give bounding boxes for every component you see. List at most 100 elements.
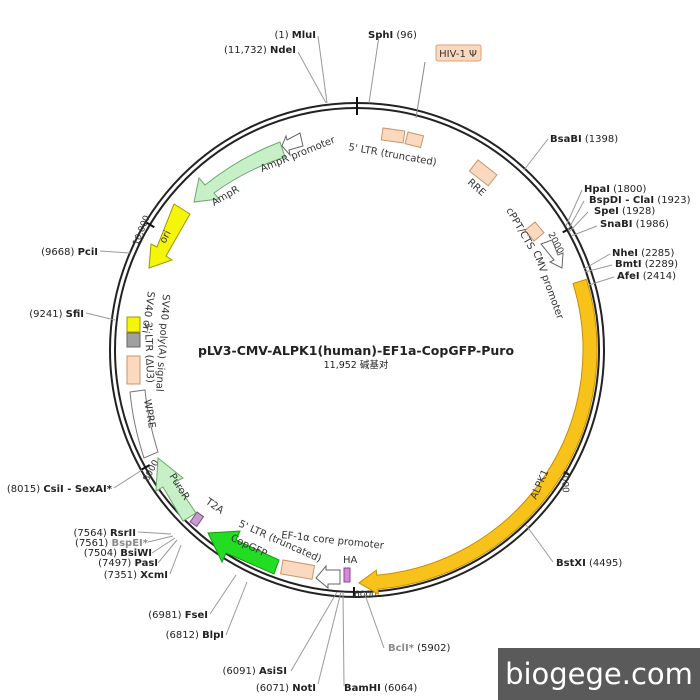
site-label: (7564) RsrII: [74, 528, 136, 539]
site-label: (6071) NotI: [256, 683, 316, 694]
site-number: (1800): [610, 184, 647, 195]
site-name: BclI*: [388, 643, 415, 654]
site-number: (1923): [654, 195, 691, 206]
watermark-text: biogege.com: [505, 657, 693, 691]
site-label: (7351) XcmI: [104, 570, 168, 581]
site-leader: [565, 189, 583, 227]
feature-5ltr-top: 5' LTR (truncated): [347, 127, 437, 168]
wpre-label: WPRE: [141, 399, 157, 430]
site-name: BspEI*: [111, 538, 148, 549]
site-number: (6812): [166, 630, 202, 641]
cppt-box: [524, 221, 545, 242]
site-name: SpeI: [594, 206, 619, 217]
site-number: (7561): [75, 538, 111, 549]
site-leader-layer: [85, 35, 615, 687]
site-label: BspDI - ClaI (1923): [589, 195, 691, 206]
sv40-polya-box: [126, 332, 141, 348]
site-name: PciI: [78, 247, 98, 258]
site-number: (4495): [586, 558, 623, 569]
site-number: (1): [274, 30, 291, 41]
site-name: BsaBI: [550, 134, 582, 145]
site-leader: [113, 469, 143, 489]
site-label: (9668) PciI: [41, 247, 98, 258]
site-number: (2289): [642, 259, 679, 270]
site-label: BmtI (2289): [615, 259, 678, 270]
site-label: (11,732) NdeI: [224, 45, 296, 56]
site-label: (6981) FseI: [148, 610, 208, 621]
feature-rre: RRE: [465, 159, 498, 199]
site-number: (1398): [582, 134, 619, 145]
site-number: (6981): [148, 610, 184, 621]
site-leader: [317, 591, 342, 685]
site-name: BsiWI: [120, 548, 152, 559]
site-leader: [225, 581, 248, 636]
site-label: (7504) BsiWI: [84, 548, 152, 559]
ampr-arrow: [193, 141, 286, 203]
site-number: (7497): [98, 558, 134, 569]
site-leader: [368, 35, 380, 104]
site-number: (9668): [41, 247, 77, 258]
site-name: BspDI - ClaI: [589, 195, 654, 206]
site-leader: [363, 591, 385, 649]
site-number: (1928): [619, 206, 656, 217]
site-name: PasI: [135, 558, 158, 569]
plasmid-size: 11,952 碱基对: [324, 359, 389, 371]
alpk1-arrow: [358, 278, 598, 595]
site-label: HpaI (1800): [584, 184, 647, 195]
hiv1-psi-leader: [415, 61, 426, 119]
site-name: BamHI: [344, 683, 381, 694]
site-label: (9241) SfiI: [29, 309, 84, 320]
feature-ampr: AmpR: [193, 141, 286, 209]
site-leader: [588, 276, 615, 286]
site-name: BlpI: [202, 630, 224, 641]
site-name: CsiI - SexAI*: [43, 484, 112, 495]
site-name: NdeI: [270, 45, 296, 56]
wpre-box: [129, 389, 159, 459]
site-leader: [137, 531, 172, 535]
site-number: (7351): [104, 570, 140, 581]
site-number: (6091): [223, 666, 259, 677]
sv40-ori-box: [126, 316, 141, 333]
site-label: AfeI (2414): [617, 271, 676, 282]
site-number: (6064): [381, 683, 418, 694]
ori-arrow: [148, 203, 191, 269]
site-number: (2285): [638, 248, 675, 259]
site-number: (7504): [84, 548, 120, 559]
site-leader: [342, 591, 345, 687]
site-leader: [567, 200, 585, 231]
watermark: biogege.com: [498, 648, 700, 700]
3ltr-box: [126, 355, 141, 385]
hiv1-psi-label: HIV-1 Ψ: [439, 49, 477, 60]
site-name: NheI: [612, 248, 638, 259]
site-leader: [169, 544, 182, 575]
site-name: SphI: [368, 30, 393, 41]
feature-3ltr: 3' LTR (ΔU3): [126, 322, 155, 385]
cmv-promoter-arrow: [540, 239, 564, 269]
site-label: SnaBI (1986): [600, 219, 669, 230]
feature-ha: HA: [343, 555, 358, 583]
site-label: SphI (96): [368, 30, 417, 41]
hiv1-psi-label-box: [435, 44, 482, 62]
feature-t2a: T2A: [189, 496, 226, 528]
tick-mark: [146, 221, 155, 229]
puror-arrow: [155, 457, 197, 522]
feature-cppt-cts: cPPT/CTS: [503, 206, 545, 252]
site-name: BstXI: [556, 558, 586, 569]
site-name: AsiSI: [259, 666, 287, 677]
tick-label: 4000: [559, 470, 570, 494]
t2a-label: T2A: [202, 496, 225, 517]
site-name: HpaI: [584, 184, 610, 195]
site-number: (1986): [632, 219, 669, 230]
site-leader: [85, 312, 116, 321]
site-leader: [583, 253, 611, 270]
site-leader: [568, 211, 589, 233]
feature-sv40-ori: SV40 ori: [126, 291, 156, 334]
site-leader: [290, 591, 338, 672]
site-leader: [297, 51, 327, 104]
ha-box: [343, 567, 351, 583]
site-name: SfiI: [66, 309, 84, 320]
site-label: (7561) BspEI*: [75, 538, 149, 549]
5ltr-bottom-box: [279, 559, 316, 580]
rre-box: [468, 159, 498, 187]
